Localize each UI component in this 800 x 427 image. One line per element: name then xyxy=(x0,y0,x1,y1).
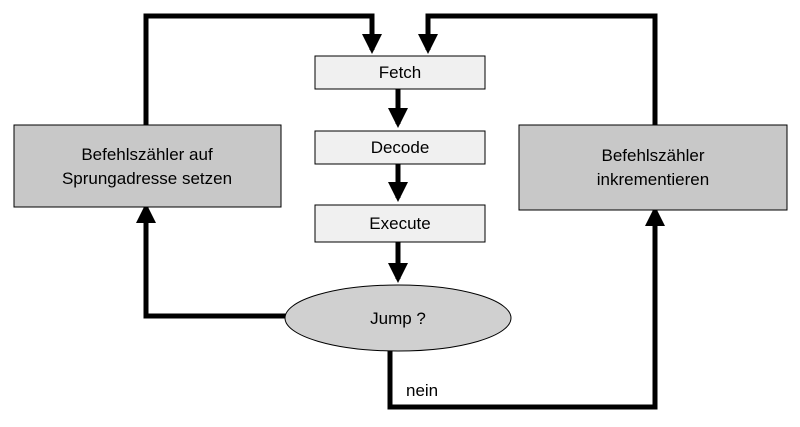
decode-label: Decode xyxy=(371,138,430,157)
edge-set-pc-fetch xyxy=(143,13,382,125)
fetch-box xyxy=(314,55,486,90)
edge-jump-inc-pc xyxy=(387,206,665,410)
set-pc-label-line2: Sprungadresse setzen xyxy=(62,169,232,188)
set-pc-box xyxy=(13,124,282,208)
inc-pc-box xyxy=(518,124,788,211)
inc-pc-label-line1: Befehlszähler xyxy=(601,146,704,165)
jump-decision xyxy=(284,284,512,352)
no-edge-label: nein xyxy=(406,381,438,400)
set-pc-label-line1: Befehlszähler auf xyxy=(81,145,213,164)
fetch-label: Fetch xyxy=(379,63,422,82)
jump-label: Jump ? xyxy=(370,309,426,328)
execute-label: Execute xyxy=(369,214,430,233)
decode-box xyxy=(314,130,486,165)
inc-pc-label-line2: inkrementieren xyxy=(597,170,709,189)
edge-jump-set-pc xyxy=(136,203,286,319)
edge-inc-pc-fetch xyxy=(418,13,658,125)
execute-box xyxy=(314,204,486,243)
